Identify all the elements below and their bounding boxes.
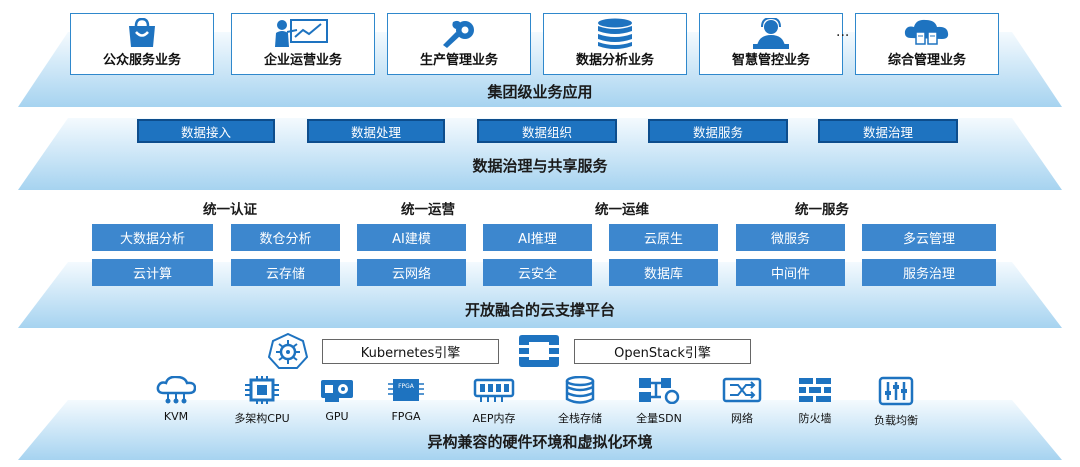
hw-item-load-balancer: 负载均衡	[861, 376, 931, 428]
app-box-integrated-mgmt: 综合管理业务	[855, 13, 999, 75]
app-label: 企业运营业务	[263, 53, 342, 68]
data-item-governance: 数据治理	[818, 119, 958, 143]
database-icon	[595, 18, 635, 54]
hw-label: FPGA	[391, 410, 421, 423]
hw-label: KVM	[163, 410, 189, 423]
network-switch-icon	[707, 376, 777, 408]
hw-label: 全量SDN	[636, 412, 682, 425]
ellipsis-text: ...	[836, 24, 850, 40]
cloud-network-icon	[141, 375, 211, 408]
data-item-process: 数据处理	[307, 119, 445, 143]
layer-label: 集团级业务应用	[487, 83, 593, 101]
capability-service-governance: 服务治理	[862, 259, 996, 286]
hw-label: 全栈存储	[558, 412, 602, 425]
app-box-public-service: 公众服务业务	[70, 13, 214, 75]
hw-label: GPU	[325, 410, 349, 423]
fpga-chip-icon: FPGA	[371, 376, 441, 408]
layer-label: 数据治理与共享服务	[472, 157, 608, 175]
hw-label: 网络	[731, 412, 753, 425]
app-label: 公众服务业务	[102, 53, 181, 68]
load-balancer-icon	[861, 376, 931, 410]
storage-stack-icon	[545, 375, 615, 408]
hw-item-storage: 全栈存储	[545, 375, 615, 426]
sdn-switch-icon	[624, 376, 694, 408]
hw-label: 负载均衡	[874, 414, 918, 427]
svg-text:FPGA: FPGA	[398, 383, 415, 390]
capability-cloud-security: 云安全	[483, 259, 592, 286]
openstack-engine-box: OpenStack引擎	[574, 339, 751, 364]
app-box-smart-control: 智慧管控业务	[699, 13, 843, 75]
hw-item-firewall: 防火墙	[780, 376, 850, 426]
memory-module-icon	[459, 376, 529, 408]
kubernetes-icon	[267, 332, 309, 373]
layer-label: 异构兼容的硬件环境和虚拟化环境	[427, 433, 653, 451]
app-box-data-analysis: 数据分析业务	[543, 13, 687, 75]
capability-microservices: 微服务	[736, 224, 845, 251]
hw-label: 防火墙	[798, 412, 832, 425]
group-heading-auth: 统一认证	[203, 202, 257, 218]
capability-big-data: 大数据分析	[92, 224, 213, 251]
capability-data-warehouse: 数仓分析	[231, 224, 340, 251]
capability-multi-cloud: 多云管理	[862, 224, 996, 251]
app-label: 数据分析业务	[575, 53, 654, 68]
capability-ai-inference: AI推理	[483, 224, 592, 251]
layer-hardware: 异构兼容的硬件环境和虚拟化环境	[18, 400, 1062, 460]
hw-item-fpga: FPGA FPGA	[371, 376, 441, 423]
group-heading-operations: 统一运营	[401, 202, 455, 218]
hw-item-cpu: 多架构CPU	[227, 376, 297, 426]
app-box-production-mgmt: 生产管理业务	[387, 13, 531, 75]
cpu-chip-icon	[227, 376, 297, 408]
capability-cloud-storage: 云存储	[231, 259, 340, 286]
data-item-service: 数据服务	[648, 119, 788, 143]
firewall-icon	[780, 376, 850, 408]
kubernetes-engine-box: Kubernetes引擎	[322, 339, 499, 364]
hw-item-aep-memory: AEP内存	[459, 376, 529, 426]
capability-middleware: 中间件	[736, 259, 845, 286]
data-item-ingest: 数据接入	[137, 119, 275, 143]
capability-database: 数据库	[609, 259, 718, 286]
hw-item-gpu: GPU	[302, 376, 372, 423]
cloud-server-icon	[903, 18, 951, 54]
shopping-bag-icon	[124, 17, 160, 52]
hw-label: AEP内存	[472, 412, 516, 425]
app-label: 综合管理业务	[887, 53, 966, 68]
hw-item-network: 网络	[707, 376, 777, 426]
layer-label: 开放融合的云支撑平台	[464, 301, 615, 319]
app-label: 智慧管控业务	[731, 53, 810, 68]
capability-cloud-compute: 云计算	[92, 259, 213, 286]
app-label: 生产管理业务	[419, 53, 498, 68]
layer-data-governance: 数据治理与共享服务	[18, 118, 1062, 190]
hw-item-kvm: KVM	[141, 375, 211, 423]
hw-label: 多架构CPU	[234, 412, 290, 425]
data-item-organize: 数据组织	[477, 119, 617, 143]
group-heading-service: 统一服务	[795, 202, 849, 218]
gpu-card-icon	[302, 376, 372, 408]
openstack-icon	[519, 335, 559, 371]
app-box-enterprise-ops: 企业运营业务	[231, 13, 375, 75]
capability-cloud-native: 云原生	[609, 224, 718, 251]
capability-cloud-network: 云网络	[357, 259, 466, 286]
hw-item-sdn: 全量SDN	[624, 376, 694, 426]
group-heading-maintenance: 统一运维	[595, 202, 649, 218]
wrench-gear-icon	[439, 18, 479, 52]
operator-headset-icon	[751, 16, 791, 54]
capability-ai-modeling: AI建模	[357, 224, 466, 251]
presentation-chart-icon	[273, 18, 333, 52]
